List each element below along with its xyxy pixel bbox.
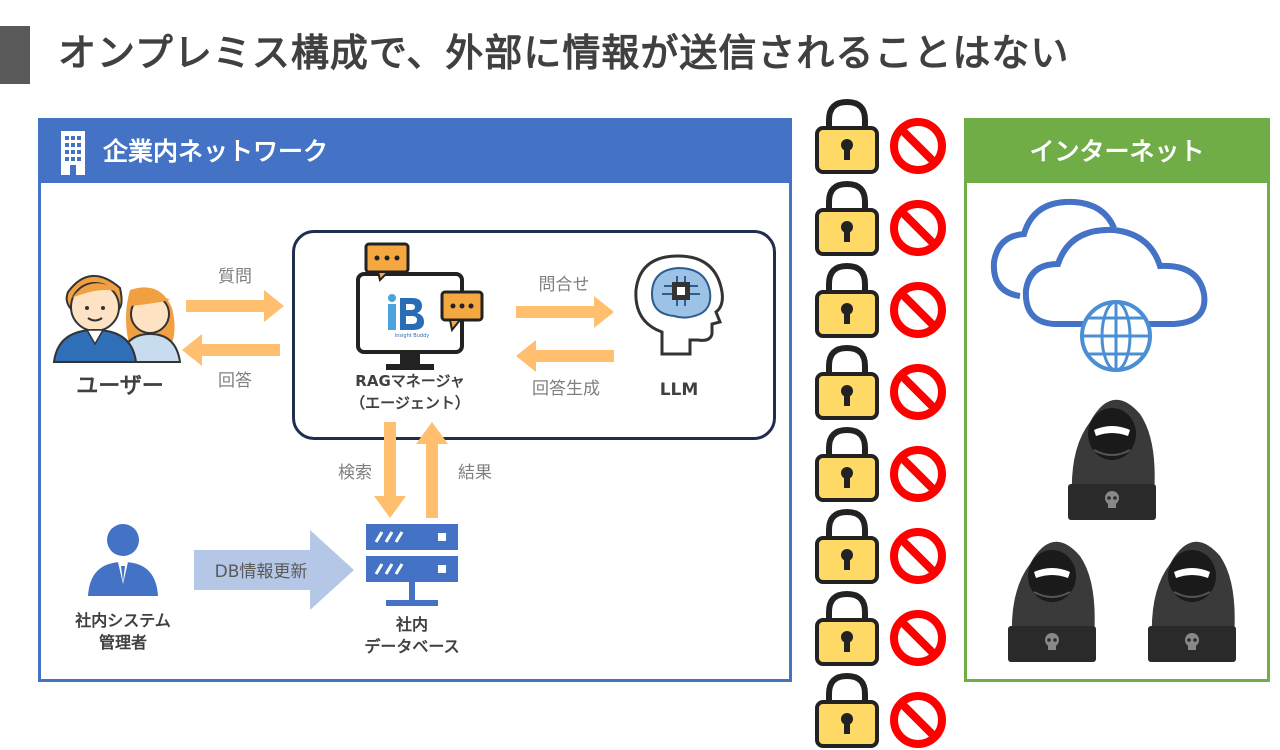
lock-icon [815, 262, 879, 338]
cloud-globe-icon [990, 198, 1208, 372]
prohibited-icon [890, 692, 946, 748]
prohibited-icon [890, 446, 946, 502]
user-label: ユーザー [76, 374, 164, 399]
db-label-line2: データベース [364, 637, 460, 656]
admin-person-icon [88, 524, 158, 596]
database-server-icon [366, 524, 458, 606]
db-update-label: DB情報更新 [214, 562, 308, 582]
prohibited-icon [890, 528, 946, 584]
lock-icon [815, 344, 879, 420]
users-icon [52, 274, 182, 363]
inquiry-label: 問合せ [538, 275, 590, 295]
lock-icon [815, 508, 879, 584]
answer-generation-label: 回答生成 [532, 379, 600, 399]
insight-buddy-logo-text: Insight Buddy [394, 333, 430, 339]
db-label-line1: 社内 [395, 615, 428, 634]
lock-icon [815, 426, 879, 502]
question-label: 質問 [218, 267, 252, 287]
corporate-network-title: 企業内ネットワーク [103, 137, 329, 166]
hacker-icon [1148, 541, 1236, 662]
answer-generation-arrow [516, 340, 614, 372]
rag-label-line1: RAGマネージャ [355, 372, 465, 390]
llm-label: LLM [659, 380, 699, 400]
search-arrow [374, 422, 406, 518]
building-icon [61, 131, 85, 175]
lock-icon [815, 590, 879, 666]
prohibited-icon [890, 610, 946, 666]
rag-monitor-icon [356, 242, 484, 370]
lock-icon [815, 180, 879, 256]
internet-title: インターネット [1029, 137, 1205, 166]
admin-label-line2: 管理者 [98, 633, 147, 652]
llm-brain-icon [634, 254, 724, 356]
corporate-network-header: 企業内ネットワーク [41, 121, 789, 183]
lock-icon [815, 98, 879, 174]
prohibited-icon [890, 118, 946, 174]
answer-label: 回答 [218, 371, 252, 391]
admin-label-line1: 社内システム [75, 611, 171, 630]
prohibited-icon [890, 200, 946, 256]
title-accent-bar [0, 26, 30, 84]
lock-icon [815, 672, 879, 748]
result-arrow [416, 422, 448, 518]
answer-arrow [182, 334, 280, 366]
search-label: 検索 [338, 463, 372, 483]
page-title: オンプレミス構成で、外部に情報が送信されることはない [58, 31, 1070, 75]
result-label: 結果 [458, 463, 492, 483]
rag-label-line2: （エージェント） [350, 394, 470, 412]
internet-header: インターネット [967, 121, 1267, 183]
prohibited-icon [890, 364, 946, 420]
inquiry-arrow [516, 296, 614, 328]
db-update-arrow [194, 530, 354, 610]
question-arrow [186, 290, 284, 322]
prohibited-icon [890, 282, 946, 338]
hacker-icon [1008, 541, 1096, 662]
hacker-icon [1068, 399, 1156, 520]
